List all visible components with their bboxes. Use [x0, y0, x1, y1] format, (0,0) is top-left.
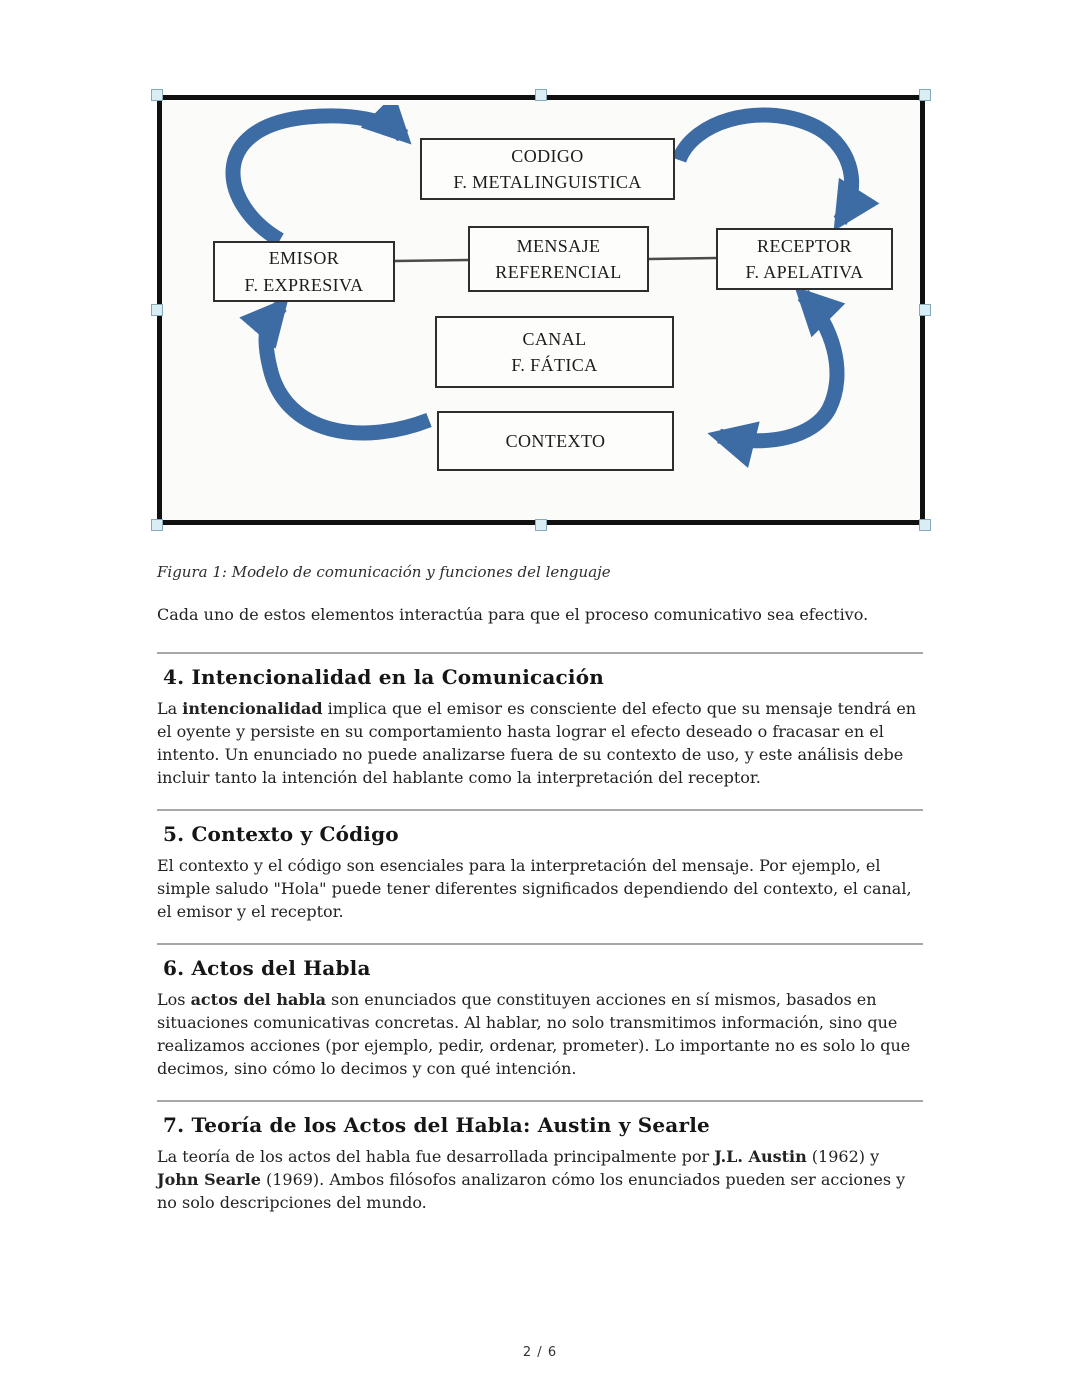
connector-emisor-mensaje [394, 258, 469, 263]
image-border-frame: CODIGO F. METALINGUISTICA EMISOR F. EXPR… [157, 95, 925, 525]
document-body: Figura 1: Modelo de comunicación y funci… [157, 563, 923, 1214]
section-4-heading: 4. Intencionalidad en la Comunicación [163, 665, 604, 690]
section-7-heading: 7. Teoría de los Actos del Habla: Austin… [163, 1113, 710, 1138]
arrow-contexto-to-emisor [239, 296, 432, 441]
resize-handle-middle-left[interactable] [151, 304, 163, 316]
arrow-receptor-contexto [707, 286, 846, 469]
text-segment-bold: actos del habla [190, 990, 326, 1010]
text-segment: (1962) y [806, 1147, 880, 1167]
box-label-line: F. EXPRESIVA [244, 274, 364, 295]
resize-handle-bottom-left[interactable] [151, 519, 163, 531]
connector-mensaje-receptor [648, 256, 717, 261]
arrow-emisor-to-codigo [225, 105, 412, 247]
section-divider [157, 809, 923, 812]
resize-handle-bottom-right[interactable] [919, 519, 931, 531]
section-5-paragraph: El contexto y el código son esenciales p… [157, 854, 923, 923]
diagram-arrows [225, 105, 880, 469]
box-label-line: MENSAJE [516, 235, 601, 256]
section-divider [157, 1100, 923, 1103]
resize-handle-top-right[interactable] [919, 89, 931, 101]
diagram-box-canal: CANAL F. FÁTICA [435, 316, 674, 388]
box-label-line: F. METALINGUISTICA [453, 172, 642, 192]
communication-diagram-image[interactable]: CODIGO F. METALINGUISTICA EMISOR F. EXPR… [151, 89, 931, 531]
box-label-line: F. FÁTICA [511, 355, 598, 375]
text-segment: La teoría de los actos del habla fue des… [157, 1147, 715, 1167]
box-label-line: F. APELATIVA [745, 262, 864, 282]
intro-paragraph: Cada uno de estos elementos interactúa p… [157, 605, 869, 624]
resize-handle-top-center[interactable] [535, 89, 547, 101]
section-4: 4. Intencionalidad en la Comunicación La… [157, 652, 923, 789]
figure-caption: Figura 1: Modelo de comunicación y funci… [157, 563, 611, 581]
text-segment: Los [157, 990, 191, 1010]
section-6-paragraph: Los actos del habla son enunciados que c… [157, 988, 923, 1080]
diagram-box-codigo: CODIGO F. METALINGUISTICA [420, 138, 675, 200]
diagram-canvas: CODIGO F. METALINGUISTICA EMISOR F. EXPR… [167, 105, 925, 525]
section-4-paragraph: La intencionalidad implica que el emisor… [157, 697, 923, 789]
text-segment: son enunciados que constituyen acciones … [157, 990, 911, 1079]
text-segment: El contexto y el código son esenciales p… [157, 856, 912, 922]
box-label-line: CONTEXTO [505, 430, 606, 451]
section-divider [157, 943, 923, 946]
text-segment-bold: intencionalidad [182, 699, 323, 719]
diagram-box-mensaje: MENSAJE REFERENCIAL [468, 226, 649, 292]
resize-handle-bottom-center[interactable] [535, 519, 547, 531]
text-segment: implica que el emisor es consciente del … [157, 699, 917, 788]
resize-handle-middle-right[interactable] [919, 304, 931, 316]
text-segment: (1969). Ambos filósofos analizaron cómo … [157, 1170, 906, 1213]
section-5: 5. Contexto y Código El contexto y el có… [157, 809, 923, 923]
section-6-heading: 6. Actos del Habla [163, 956, 371, 981]
arrow-codigo-to-receptor [671, 107, 880, 232]
section-7: 7. Teoría de los Actos del Habla: Austin… [157, 1100, 923, 1214]
box-label-line: REFERENCIAL [495, 262, 622, 282]
box-label-line: CODIGO [511, 145, 584, 166]
diagram-box-contexto: CONTEXTO [437, 411, 674, 471]
section-6: 6. Actos del Habla Los actos del habla s… [157, 943, 923, 1080]
box-label-line: CANAL [522, 328, 587, 349]
box-label-line: RECEPTOR [757, 235, 852, 256]
box-label-line: EMISOR [268, 248, 340, 269]
page-number: 2 / 6 [522, 1345, 558, 1360]
diagram-box-emisor: EMISOR F. EXPRESIVA [213, 241, 395, 302]
section-divider [157, 652, 923, 655]
diagram-box-receptor: RECEPTOR F. APELATIVA [716, 228, 893, 290]
section-7-paragraph: La teoría de los actos del habla fue des… [157, 1145, 923, 1214]
text-segment-bold: John Searle [157, 1170, 261, 1190]
resize-handle-top-left[interactable] [151, 89, 163, 101]
text-segment: La [157, 699, 183, 719]
section-5-heading: 5. Contexto y Código [163, 822, 399, 847]
text-segment-bold: J.L. Austin [714, 1147, 807, 1167]
